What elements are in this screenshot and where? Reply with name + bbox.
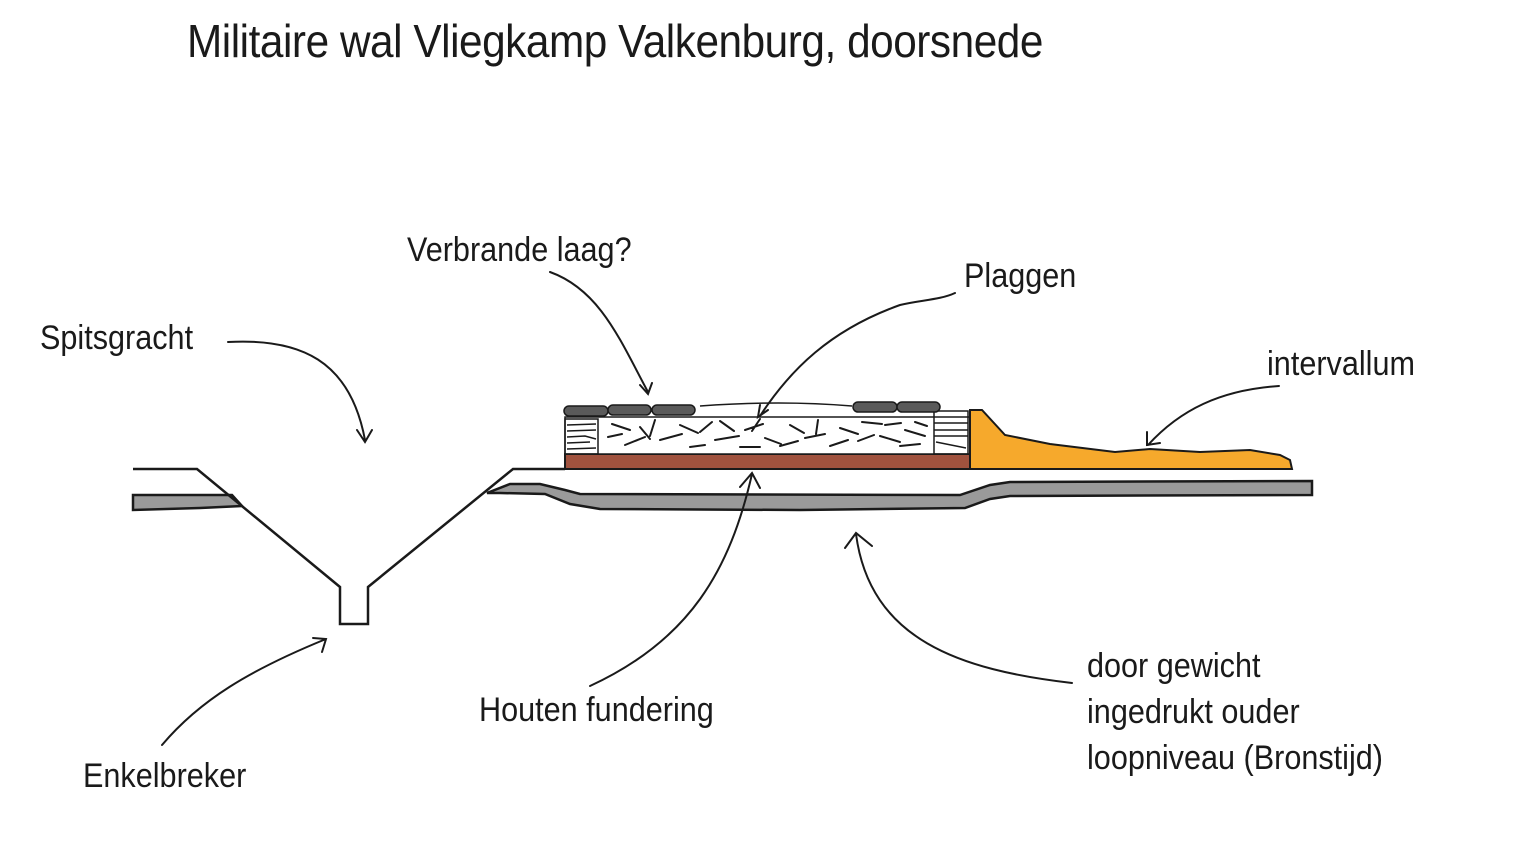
arrow-loopniveau — [844, 531, 1073, 684]
sod-texture — [607, 418, 928, 448]
burnt-layer — [563, 401, 941, 417]
rampart-body — [564, 416, 971, 455]
old-walking-level-right — [486, 479, 1314, 512]
left-timber-crib — [564, 418, 599, 455]
label-intervallum: intervallum — [1267, 345, 1415, 383]
label-loopniveau-line-3: loopniveau (Bronstijd) — [1087, 739, 1383, 777]
label-enkelbreker: Enkelbreker — [83, 757, 247, 795]
label-plaggen: Plaggen — [964, 257, 1077, 295]
wooden-foundation — [564, 453, 971, 470]
arrow-plaggen — [756, 292, 956, 420]
plaggen-top-line — [699, 402, 853, 407]
arrow-enkelbreker — [161, 637, 328, 746]
label-loopniveau-line-1: door gewicht — [1087, 647, 1261, 685]
arrow-spitsgracht — [227, 340, 373, 444]
label-houten-fundering: Houten fundering — [479, 691, 714, 729]
label-spitsgracht: Spitsgracht — [40, 319, 194, 357]
label-loopniveau-line-2: ingedrukt ouder — [1087, 693, 1300, 731]
diagram-title: Militaire wal Vliegkamp Valkenburg, door… — [187, 15, 1043, 67]
annotation-arrows — [161, 271, 1280, 746]
arrow-intervallum — [1146, 385, 1280, 447]
right-timber-crib — [933, 410, 969, 455]
arrow-verbrande-laag — [549, 271, 653, 396]
ditch-profile — [133, 467, 565, 626]
arrow-houten-fundering — [589, 471, 761, 687]
intervallum-slope — [969, 409, 1294, 470]
old-walking-level-left — [131, 493, 245, 512]
label-verbrande-laag: Verbrande laag? — [407, 231, 632, 269]
